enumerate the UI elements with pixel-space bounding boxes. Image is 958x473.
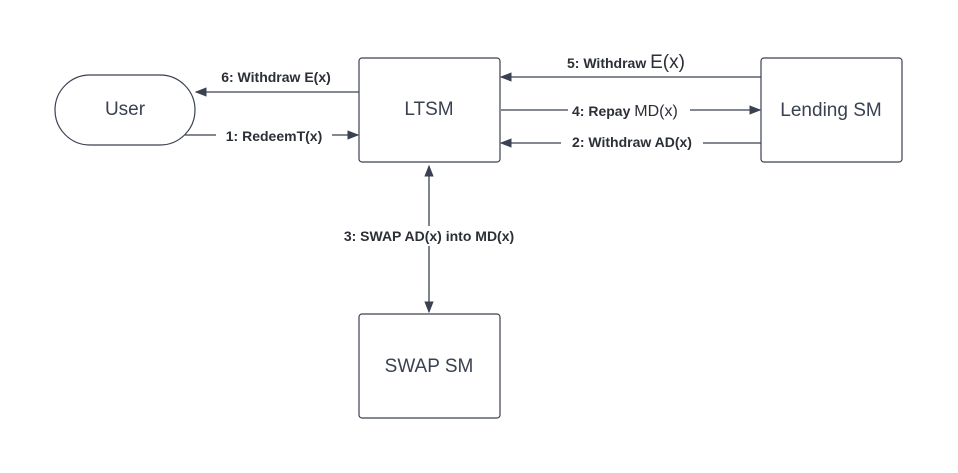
- edge-5-withdraw: 5: Withdraw E(x): [499, 50, 761, 82]
- node-swap-sm[interactable]: SWAP SM: [358, 313, 501, 419]
- edge-5-label: 5: Withdraw E(x): [567, 52, 685, 73]
- edge-4-label-prefix: 4: Repay: [572, 103, 634, 119]
- ltsm-shape: [358, 57, 501, 163]
- node-ltsm[interactable]: LTSM: [358, 57, 501, 163]
- edge-5-label-bg: [560, 50, 700, 72]
- edge-1-label: 1: RedeemT(x): [226, 128, 322, 144]
- edge-1-redeem: 1: RedeemT(x): [185, 126, 360, 146]
- edge-2-label-bg: [561, 132, 703, 152]
- ltsm-label: LTSM: [404, 99, 453, 120]
- edge-4-label-suffix: MD(x): [634, 103, 678, 120]
- edge-4-label: 4: Repay MD(x): [572, 103, 678, 120]
- edge-3-label: 3: SWAP AD(x) into MD(x): [344, 228, 514, 244]
- edge-2-label: 2: Withdraw AD(x): [572, 134, 692, 150]
- swap-sm-shape: [358, 313, 501, 419]
- edge-3-swap: 3: SWAP AD(x) into MD(x): [331, 164, 527, 314]
- lending-sm-label: Lending SM: [780, 100, 881, 121]
- edge-1-label-bg: [216, 126, 332, 146]
- edge-6-withdraw: 6: Withdraw E(x): [194, 67, 359, 97]
- edge-5-label-prefix: 5: Withdraw: [567, 55, 650, 71]
- edge-4-label-bg: [568, 100, 690, 120]
- edge-2-withdraw: 2: Withdraw AD(x): [499, 132, 761, 152]
- user-label: User: [105, 99, 146, 120]
- edge-6-label: 6: Withdraw E(x): [221, 69, 331, 85]
- edge-6-label-bg: [210, 67, 342, 87]
- user-shape: [54, 74, 196, 146]
- edge-3-label-bg: [331, 226, 527, 246]
- node-lending-sm[interactable]: Lending SM: [760, 57, 903, 163]
- edge-4-repay: 4: Repay MD(x): [501, 100, 762, 120]
- swap-sm-label: SWAP SM: [385, 356, 474, 377]
- edge-5-label-suffix: E(x): [650, 52, 685, 73]
- node-user[interactable]: User: [54, 74, 196, 146]
